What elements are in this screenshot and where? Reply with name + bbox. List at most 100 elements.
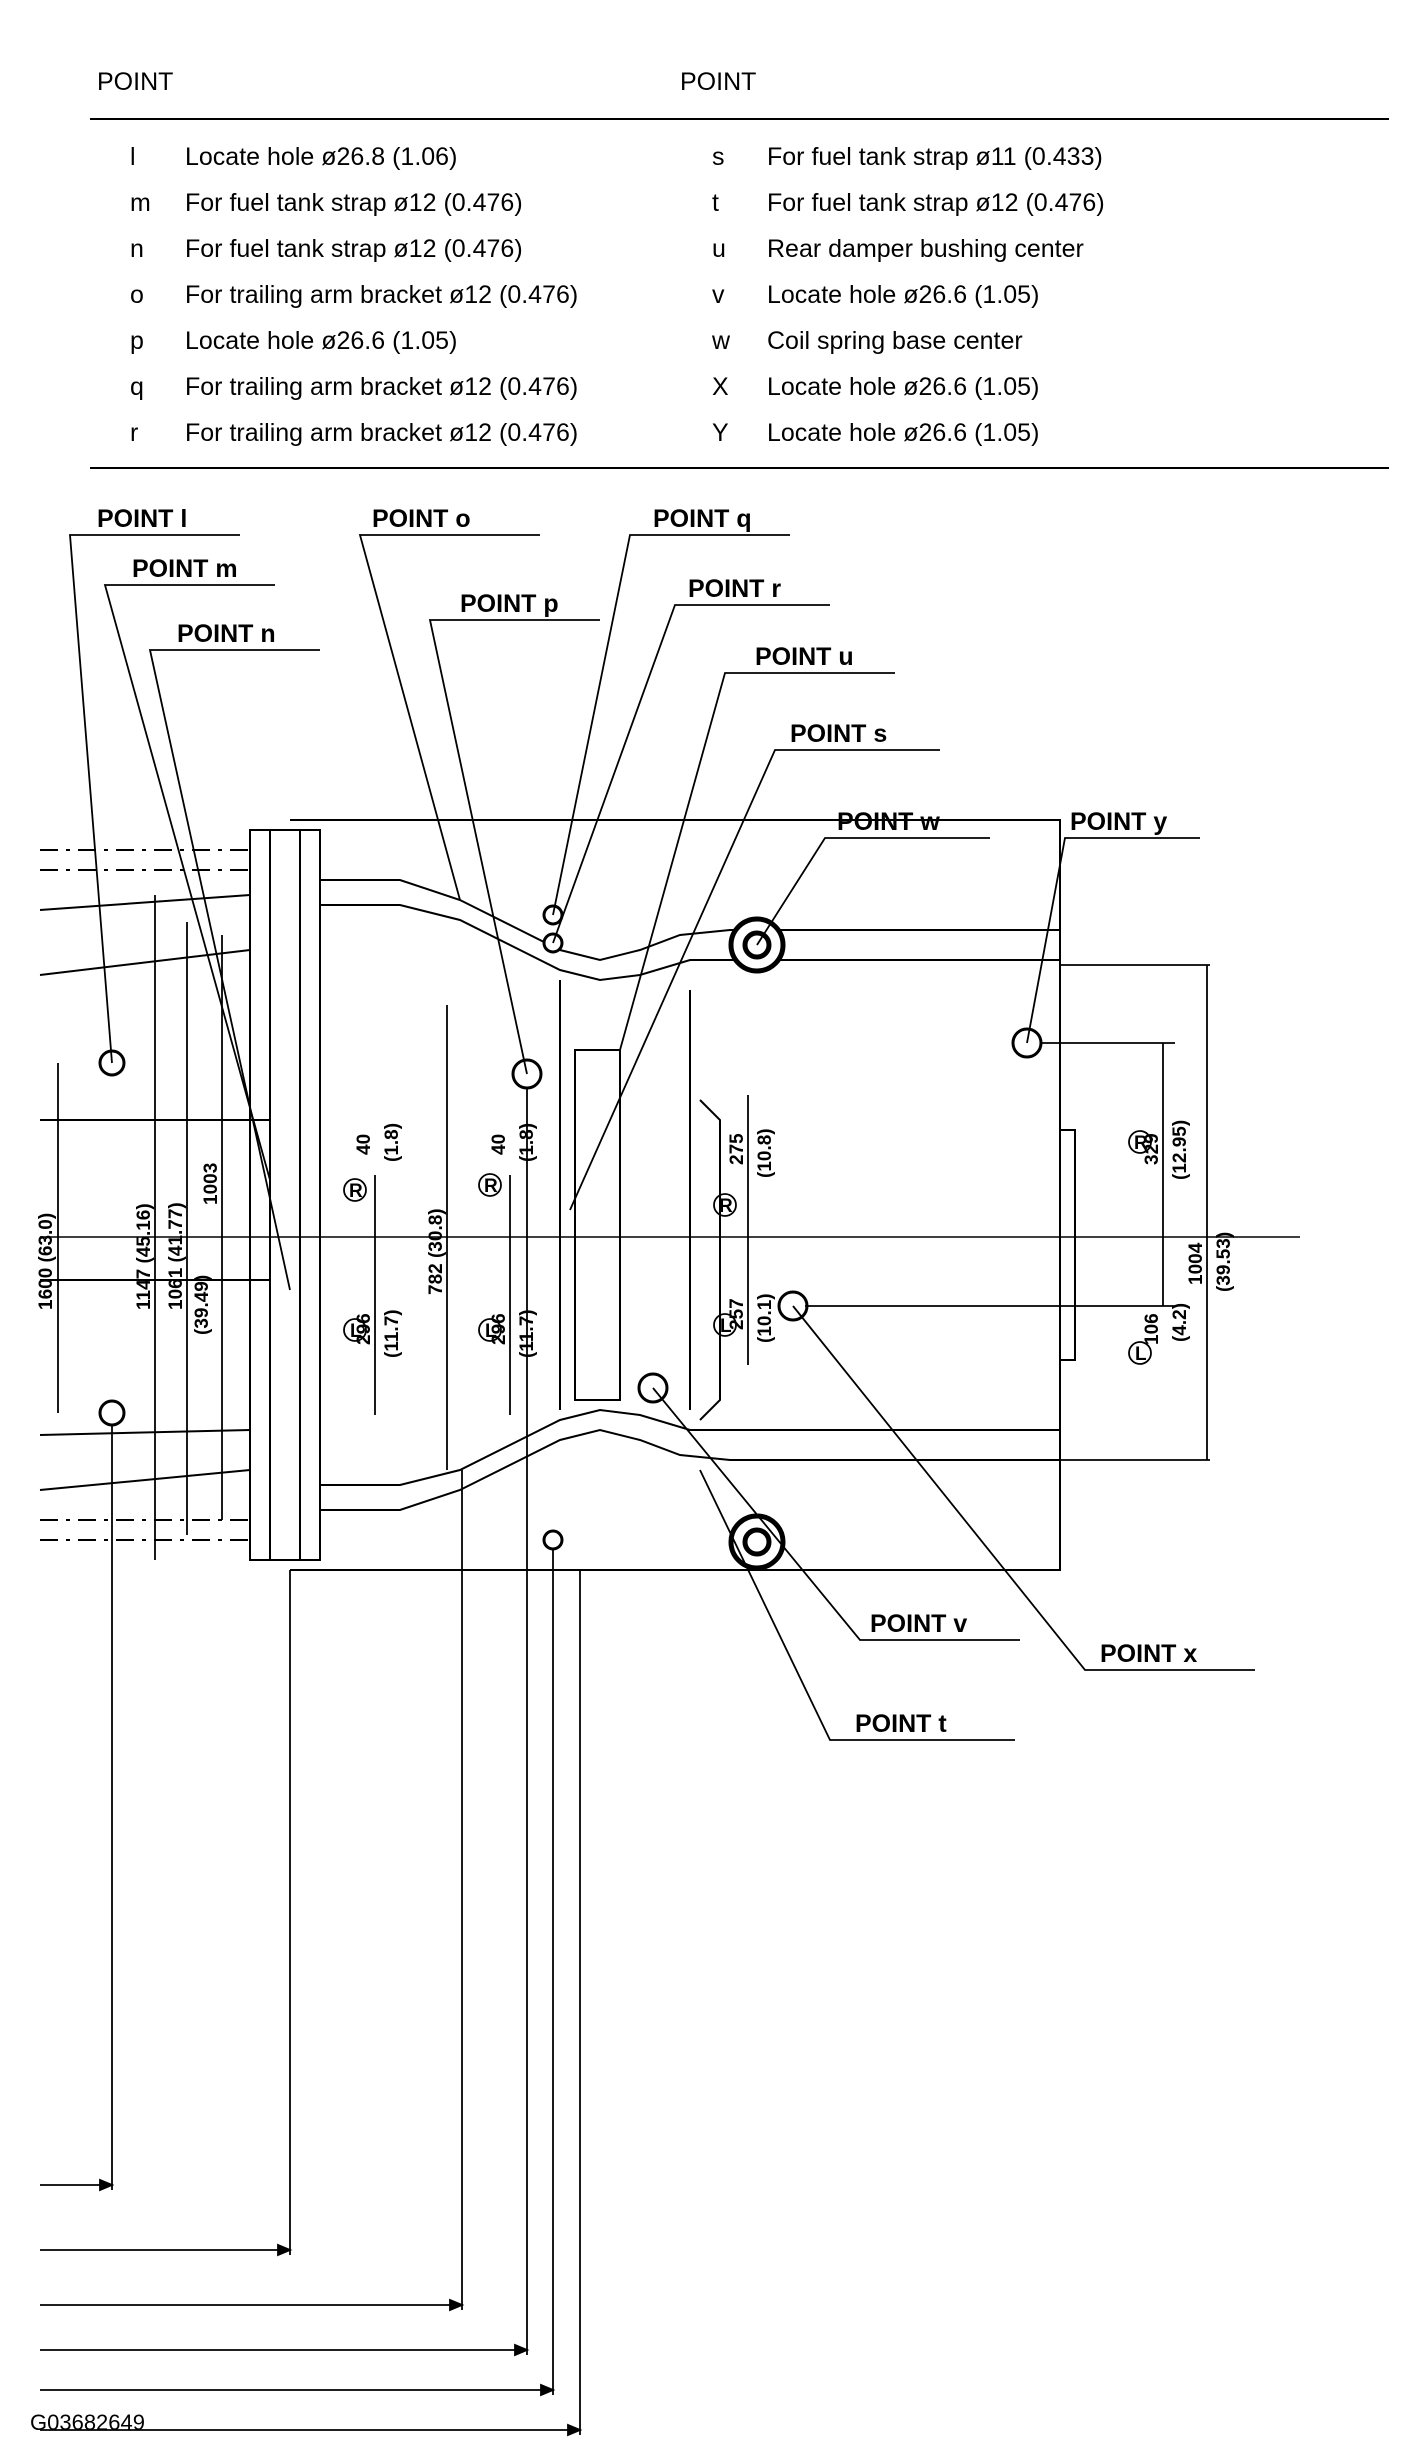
legend-text: Locate hole ø26.6 (1.05) bbox=[185, 327, 458, 355]
side-mark-l: L bbox=[485, 1321, 497, 1342]
side-mark-l-circle bbox=[343, 1318, 367, 1342]
dim-39-49: (39.49) bbox=[192, 1275, 213, 1335]
dim-1004: 1004 bbox=[1186, 1242, 1207, 1285]
leader-point-s bbox=[569, 749, 940, 1211]
front-member-line bbox=[39, 1469, 251, 1491]
side-mark-r-circle bbox=[713, 1193, 737, 1217]
longitudinal-dimensions bbox=[40, 1088, 583, 2437]
locate-hole-l-lower bbox=[98, 1399, 126, 1427]
point-label-s: POINT s bbox=[790, 720, 887, 748]
legend-key: X bbox=[712, 373, 729, 401]
arrowhead bbox=[449, 2298, 465, 2312]
arrowhead bbox=[514, 2343, 530, 2357]
leader-point-w bbox=[756, 837, 990, 946]
point-label-p: POINT p bbox=[460, 590, 559, 618]
dim-4-2: (4.2) bbox=[1170, 1303, 1191, 1342]
dim-40b: 40 bbox=[489, 1134, 510, 1155]
legend-row: o For trailing arm bracket ø12 (0.476) bbox=[130, 281, 578, 310]
lower-side-member-inner bbox=[320, 1408, 1060, 1486]
arrowhead bbox=[99, 2178, 115, 2192]
point-label-r: POINT r bbox=[688, 575, 781, 603]
point-label-q: POINT q bbox=[653, 505, 752, 533]
body-frame bbox=[290, 819, 1061, 1571]
legend-text: For fuel tank strap ø11 (0.433) bbox=[767, 143, 1103, 171]
dim-275: 275 bbox=[727, 1133, 748, 1165]
tank-rail bbox=[574, 1049, 621, 1401]
side-mark-r-circle bbox=[478, 1173, 502, 1197]
point-label-v: POINT v bbox=[870, 1610, 967, 1638]
dim-106: 106 bbox=[1142, 1313, 1163, 1345]
legend-text: For fuel tank strap ø12 (0.476) bbox=[185, 189, 523, 217]
dim-782: 782 (30.8) bbox=[426, 1208, 447, 1295]
side-mark-l: L bbox=[1135, 1344, 1147, 1365]
legend-text: Locate hole ø26.6 (1.05) bbox=[767, 373, 1040, 401]
lower-side-member bbox=[320, 1428, 1060, 1511]
dim-39-53: (39.53) bbox=[1214, 1232, 1235, 1292]
side-mark-r-circle bbox=[343, 1178, 367, 1202]
legend-key: n bbox=[130, 235, 144, 263]
crossmember-left bbox=[249, 829, 321, 1561]
rear-panel-tab bbox=[1060, 1129, 1076, 1361]
upper-side-member bbox=[320, 879, 1060, 962]
leader-point-t bbox=[699, 1469, 1015, 1741]
arrowhead bbox=[277, 2243, 293, 2257]
front-member-line bbox=[39, 1429, 251, 1436]
dim-12-95: (12.95) bbox=[1170, 1120, 1191, 1180]
side-mark-r-circle bbox=[1128, 1130, 1152, 1154]
point-label-u: POINT u bbox=[755, 643, 854, 671]
legend-key: t bbox=[712, 189, 719, 217]
legend-row: X Locate hole ø26.6 (1.05) bbox=[712, 373, 1039, 402]
leader-point-m bbox=[103, 584, 275, 1181]
side-mark-r: R bbox=[719, 1196, 733, 1217]
dim-296b: 296 bbox=[489, 1313, 510, 1345]
legend-text: Locate hole ø26.6 (1.05) bbox=[767, 281, 1040, 309]
legend-text: For trailing arm bracket ø12 (0.476) bbox=[185, 281, 579, 309]
side-mark-r: R bbox=[484, 1176, 498, 1197]
legend-bottom-rule bbox=[90, 467, 1389, 469]
legend-row: p Locate hole ø26.6 (1.05) bbox=[130, 327, 457, 356]
leader-point-q bbox=[552, 534, 790, 916]
strap-hole-t bbox=[542, 1529, 564, 1551]
legend-key: l bbox=[130, 143, 136, 171]
side-marks: R L R L R L R L bbox=[343, 1130, 1152, 1365]
leader-point-o bbox=[358, 534, 540, 901]
dim-257: 257 bbox=[727, 1298, 748, 1330]
point-labels: POINT l POINT m POINT n POINT o POINT p … bbox=[97, 505, 1197, 1738]
point-label-m: POINT m bbox=[132, 555, 238, 583]
leader-point-v bbox=[652, 1387, 1020, 1641]
side-mark-l: L bbox=[350, 1321, 362, 1342]
dim-329: 329 bbox=[1142, 1133, 1163, 1165]
dim-1061: 1061 (41.77) bbox=[166, 1202, 187, 1310]
dim-1600: 1600 (63.0) bbox=[36, 1213, 57, 1310]
side-mark-r: R bbox=[1134, 1133, 1148, 1154]
legend-row: t For fuel tank strap ø12 (0.476) bbox=[712, 189, 1105, 218]
legend-text: For fuel tank strap ø12 (0.476) bbox=[185, 235, 523, 263]
legend-key: w bbox=[712, 327, 731, 355]
dim-1-8a: (1.8) bbox=[382, 1123, 403, 1162]
dim-10-1: (10.1) bbox=[755, 1293, 776, 1343]
legend-top-rule bbox=[90, 118, 1389, 120]
upper-side-member-inner bbox=[320, 904, 1060, 982]
legend-text: For fuel tank strap ø12 (0.476) bbox=[767, 189, 1105, 217]
legend-key: u bbox=[712, 235, 726, 263]
legend-text: Locate hole ø26.6 (1.05) bbox=[767, 419, 1040, 447]
legend-row: n For fuel tank strap ø12 (0.476) bbox=[130, 235, 523, 264]
dim-1003: 1003 bbox=[201, 1163, 222, 1205]
legend-text: For trailing arm bracket ø12 (0.476) bbox=[185, 419, 579, 447]
legend-key: v bbox=[712, 281, 725, 309]
leader-point-x bbox=[792, 1305, 1255, 1671]
legend-key: o bbox=[130, 281, 144, 309]
dim-10-8: (10.8) bbox=[755, 1128, 776, 1178]
dimension-labels: 1600 (63.0) 1147 (45.16) 1061 (41.77) 10… bbox=[36, 1120, 1235, 1358]
front-member-line bbox=[39, 949, 251, 976]
legend-key: p bbox=[130, 327, 144, 355]
dim-11-7a: (11.7) bbox=[382, 1309, 403, 1358]
point-label-x: POINT x bbox=[1100, 1640, 1197, 1668]
dim-40a: 40 bbox=[354, 1134, 375, 1155]
side-mark-r: R bbox=[349, 1181, 363, 1202]
